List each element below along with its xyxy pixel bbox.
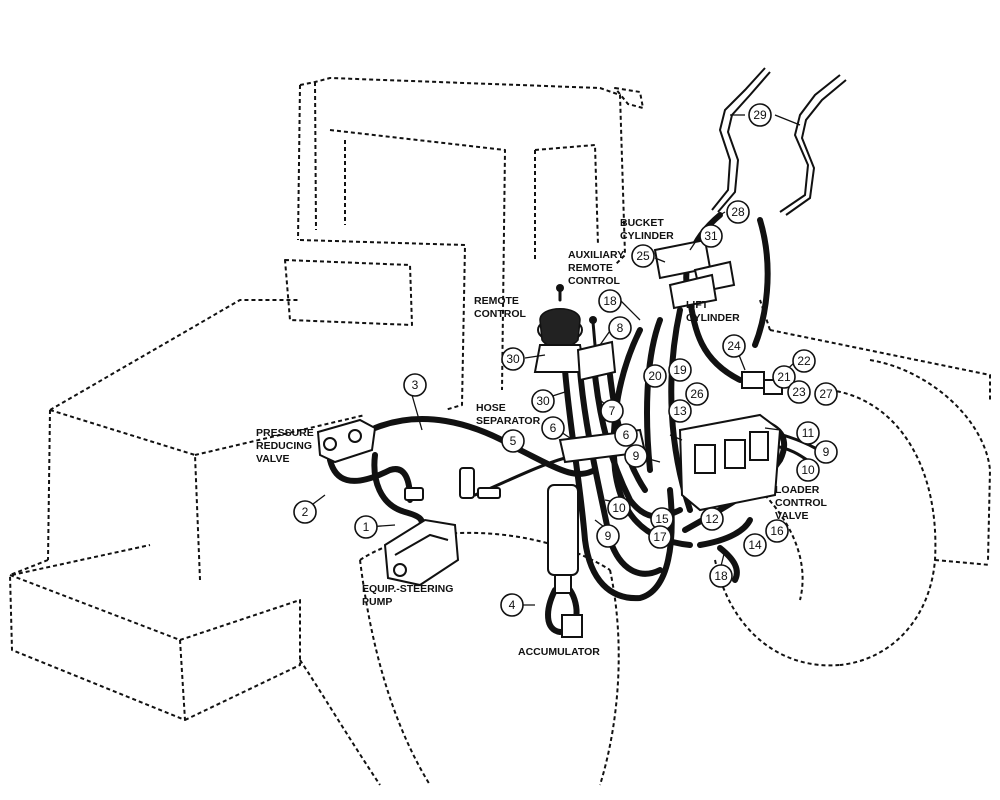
callout-20: 20 — [643, 364, 667, 388]
callout-10-center: 10 — [607, 496, 631, 520]
callout-28: 28 — [726, 200, 750, 224]
svg-text:12: 12 — [705, 512, 719, 526]
label-bucket-cylinder: BUCKET CYLINDER — [620, 217, 674, 242]
callout-30-upper: 30 — [501, 347, 525, 371]
callout-2: 2 — [293, 500, 317, 524]
svg-text:19: 19 — [673, 363, 687, 377]
callout-21: 21 — [772, 365, 796, 389]
label-lift-cylinder: LIFT CYLINDER — [686, 299, 740, 324]
svg-text:20: 20 — [648, 369, 662, 383]
svg-text:3: 3 — [412, 378, 419, 392]
callout-22: 22 — [792, 349, 816, 373]
callout-16: 16 — [765, 519, 789, 543]
callout-3: 3 — [403, 373, 427, 397]
label-remote-control: REMOTE CONTROL — [474, 295, 526, 320]
svg-text:4: 4 — [509, 598, 516, 612]
remote-control — [533, 284, 587, 373]
callout-8: 8 — [608, 316, 632, 340]
callout-26: 26 — [685, 382, 709, 406]
callout-5: 5 — [501, 429, 525, 453]
svg-text:9: 9 — [633, 449, 640, 463]
callout-18-top: 18 — [598, 289, 622, 313]
svg-text:18: 18 — [603, 294, 617, 308]
callout-9-right: 9 — [814, 440, 838, 464]
callout-10-right: 10 — [796, 458, 820, 482]
callout-25: 25 — [631, 244, 655, 268]
callout-11: 11 — [796, 421, 820, 445]
svg-text:28: 28 — [731, 205, 745, 219]
svg-text:22: 22 — [797, 354, 811, 368]
svg-text:30: 30 — [506, 352, 520, 366]
callout-6-right: 6 — [614, 423, 638, 447]
svg-text:9: 9 — [605, 529, 612, 543]
callout-29: 29 — [748, 103, 772, 127]
callouts: 29 28 31 25 18 8 30 24 22 20 19 21 26 23… — [293, 103, 838, 617]
callout-12: 12 — [700, 507, 724, 531]
svg-text:25: 25 — [636, 249, 650, 263]
callout-18-bottom: 18 — [709, 564, 733, 588]
svg-text:23: 23 — [792, 385, 806, 399]
svg-text:30: 30 — [536, 394, 550, 408]
callout-6-left: 6 — [541, 416, 565, 440]
svg-text:9: 9 — [823, 445, 830, 459]
callout-4: 4 — [500, 593, 524, 617]
component-labels: REMOTE CONTROL HOSE SEPARATOR PRESSURE R… — [256, 217, 830, 658]
hose-fittings — [404, 467, 501, 501]
callout-31: 31 — [699, 224, 723, 248]
label-loader-control-valve: LOADER CONTROL VALVE — [775, 484, 830, 522]
svg-text:5: 5 — [510, 434, 517, 448]
svg-text:11: 11 — [802, 426, 815, 440]
callout-13: 13 — [668, 399, 692, 423]
svg-text:13: 13 — [673, 404, 687, 418]
callout-17: 17 — [648, 525, 672, 549]
callout-7: 7 — [600, 399, 624, 423]
accumulator — [547, 484, 583, 638]
svg-text:14: 14 — [748, 538, 762, 552]
callout-19: 19 — [668, 358, 692, 382]
svg-text:10: 10 — [801, 463, 815, 477]
callout-30-lower: 30 — [531, 389, 555, 413]
callout-1: 1 — [354, 515, 378, 539]
svg-text:24: 24 — [727, 339, 741, 353]
svg-text:6: 6 — [550, 421, 557, 435]
components — [316, 238, 783, 638]
tractor-outline — [9, 77, 991, 786]
callout-9-lower: 9 — [596, 524, 620, 548]
svg-text:15: 15 — [655, 512, 669, 526]
callout-24: 24 — [722, 334, 746, 358]
svg-text:2: 2 — [302, 505, 309, 519]
svg-text:21: 21 — [777, 370, 791, 384]
svg-text:17: 17 — [653, 530, 667, 544]
label-hose-separator: HOSE SEPARATOR — [476, 402, 541, 427]
label-equip-steering-pump: EQUIP.-STEERING PUMP — [362, 583, 456, 608]
svg-text:27: 27 — [819, 387, 833, 401]
callout-27: 27 — [814, 382, 838, 406]
callout-14: 14 — [743, 533, 767, 557]
callout-15: 15 — [650, 507, 674, 531]
svg-text:7: 7 — [609, 404, 616, 418]
svg-text:31: 31 — [704, 229, 718, 243]
callout-9-center: 9 — [624, 444, 648, 468]
equip-steering-pump — [383, 518, 460, 587]
label-accumulator: ACCUMULATOR — [518, 646, 600, 658]
label-auxiliary-remote-control: AUXILIARY REMOTE CONTROL — [568, 249, 627, 287]
svg-text:18: 18 — [714, 569, 728, 583]
svg-text:29: 29 — [753, 108, 767, 122]
svg-text:1: 1 — [363, 520, 370, 534]
callout-23: 23 — [787, 380, 811, 404]
label-pressure-reducing-valve: PRESSURE REDUCING VALVE — [256, 427, 317, 465]
svg-text:8: 8 — [617, 321, 624, 335]
loader-control-valve — [678, 413, 782, 512]
bucket-cylinder-fittings — [653, 238, 736, 310]
lift-cylinder-fittings — [741, 371, 783, 395]
svg-text:16: 16 — [770, 524, 784, 538]
svg-text:26: 26 — [690, 387, 704, 401]
svg-text:10: 10 — [612, 501, 626, 515]
pressure-reducing-valve — [316, 418, 377, 464]
svg-text:6: 6 — [623, 428, 630, 442]
